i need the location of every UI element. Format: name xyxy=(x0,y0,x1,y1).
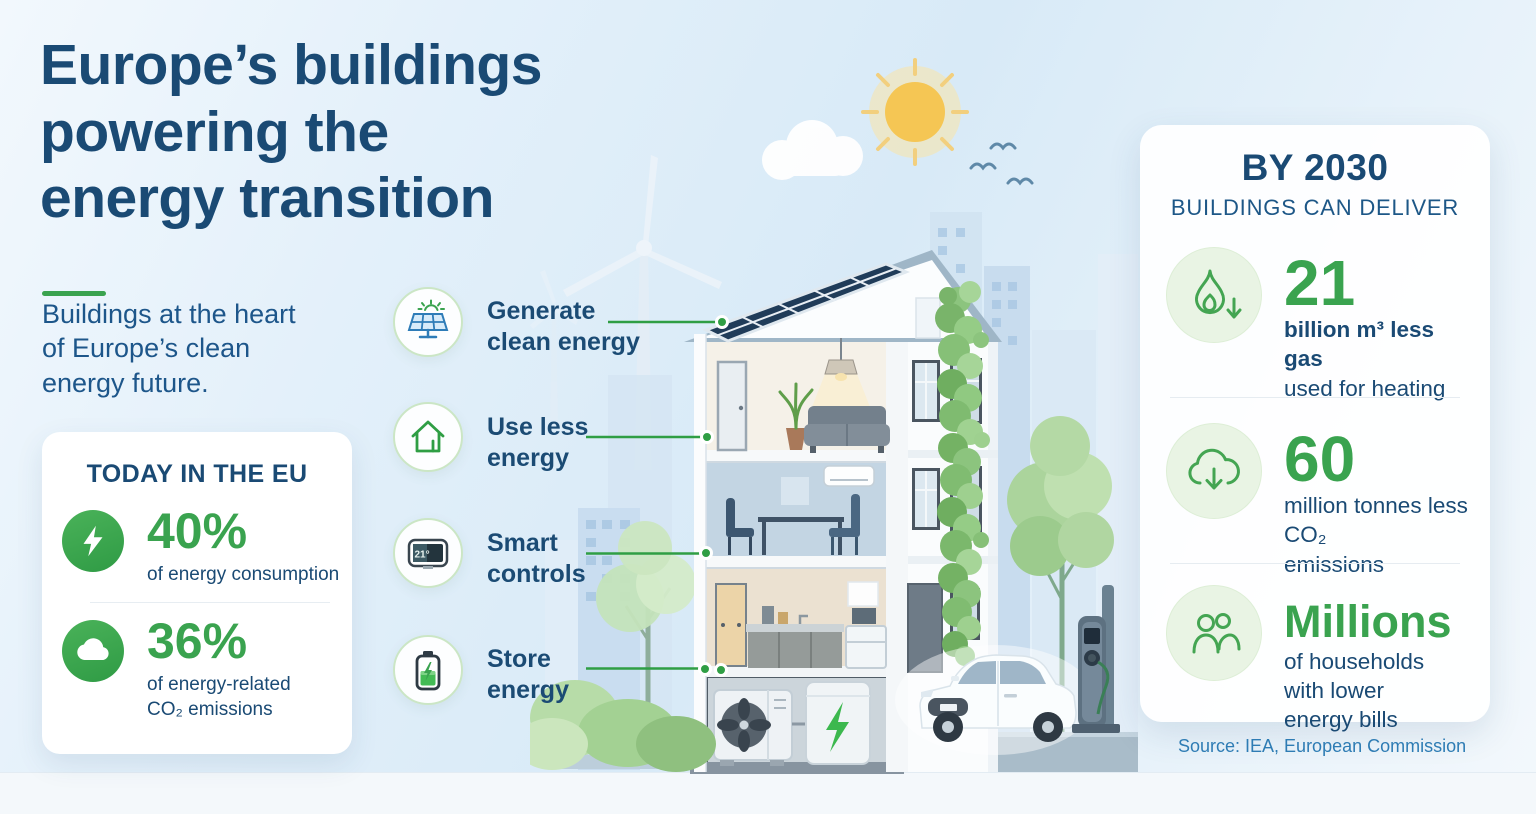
panel-heading: BY 2030 xyxy=(1241,147,1389,188)
building-illustration xyxy=(530,58,1138,774)
green-wall-ivy xyxy=(935,281,990,666)
plant xyxy=(778,382,814,450)
kitchen xyxy=(715,581,887,669)
ev-car xyxy=(895,645,1095,755)
wind-turbine-illustration xyxy=(530,155,722,470)
today-card-heading: TODAY IN THE EU xyxy=(86,460,308,488)
card-divider xyxy=(90,602,330,603)
tree-right xyxy=(1007,416,1114,735)
office-room xyxy=(726,465,875,555)
house-icon xyxy=(393,402,463,472)
stat-households-value: Millions xyxy=(1284,596,1452,647)
stat-co2-label: of energy-related CO₂ emissions xyxy=(147,674,291,721)
cloud-icon xyxy=(62,620,124,682)
source-attribution: Source: IEA, European Commission xyxy=(1178,736,1467,756)
panel-stat-households: Millions of households with lower energy… xyxy=(1166,585,1470,734)
sofa xyxy=(804,406,890,453)
stat-gas-value: 21 xyxy=(1284,247,1356,319)
heat-pump xyxy=(713,689,793,766)
cloud-down-icon xyxy=(1166,423,1262,519)
connector-lines xyxy=(586,320,716,670)
panel-stat-emissions: 60 million tonnes less CO₂ emissions xyxy=(1166,423,1470,579)
stat-gas-line2: used for heating xyxy=(1284,375,1446,401)
stat-energy-consumption-value: 40% xyxy=(147,503,248,559)
exterior-door xyxy=(907,583,943,673)
flame-down-icon xyxy=(1166,247,1262,343)
feature-generate-label: Generate clean energy xyxy=(487,297,640,356)
feature-useless-label: Use less energy xyxy=(487,413,589,472)
battery-icon xyxy=(393,635,463,705)
panel-subheading: BUILDINGS CAN DELIVER xyxy=(1170,195,1460,220)
stat-gas-line1: billion m³ less gas xyxy=(1284,317,1435,372)
people-icon xyxy=(1166,585,1262,681)
tree-left xyxy=(596,521,696,760)
battery-storage xyxy=(805,681,871,765)
page-subtitle: Buildings at the heart of Europe’s clean… xyxy=(42,299,296,398)
stat-households-line2: energy bills xyxy=(1284,707,1398,732)
lightning-icon xyxy=(62,510,124,572)
solar-panels xyxy=(702,262,911,343)
thermostat-reading: 21° xyxy=(415,550,430,561)
stat-emissions-value: 60 xyxy=(1284,423,1356,495)
connector-dots xyxy=(698,315,729,677)
panel-divider xyxy=(1170,397,1460,398)
cloud-illustration xyxy=(762,120,863,180)
bushes xyxy=(530,680,716,772)
ev-charger xyxy=(1072,585,1120,733)
panel-divider xyxy=(1170,563,1460,564)
feature-store-label: Store energy xyxy=(487,645,569,704)
living-room xyxy=(716,338,890,453)
panel-stat-gas: 21 billion m³ less gas used for heating xyxy=(1166,247,1470,403)
feature-smart-label: Smart controls xyxy=(487,529,586,588)
solar-panel-icon xyxy=(393,287,463,357)
thermostat-icon: 21° xyxy=(393,518,463,588)
stat-households-line1: of households with lower xyxy=(1284,648,1425,703)
stat-energy-consumption-label: of energy consumption xyxy=(147,564,340,585)
page-title: Europe’s buildings powering the energy t… xyxy=(40,33,542,231)
by-2030-panel: BY 2030 BUILDINGS CAN DELIVER 21 billion… xyxy=(1140,125,1490,732)
stat-emissions-line1: million tonnes less CO₂ xyxy=(1284,493,1468,548)
stat-emissions-line2: emissions xyxy=(1284,551,1385,577)
sun-icon xyxy=(861,58,969,166)
stat-co2-value: 36% xyxy=(147,613,248,669)
birds-icon xyxy=(969,142,1034,186)
today-in-eu-card: TODAY IN THE EU 40% of energy consumptio… xyxy=(42,432,352,754)
accent-rule xyxy=(42,291,106,296)
